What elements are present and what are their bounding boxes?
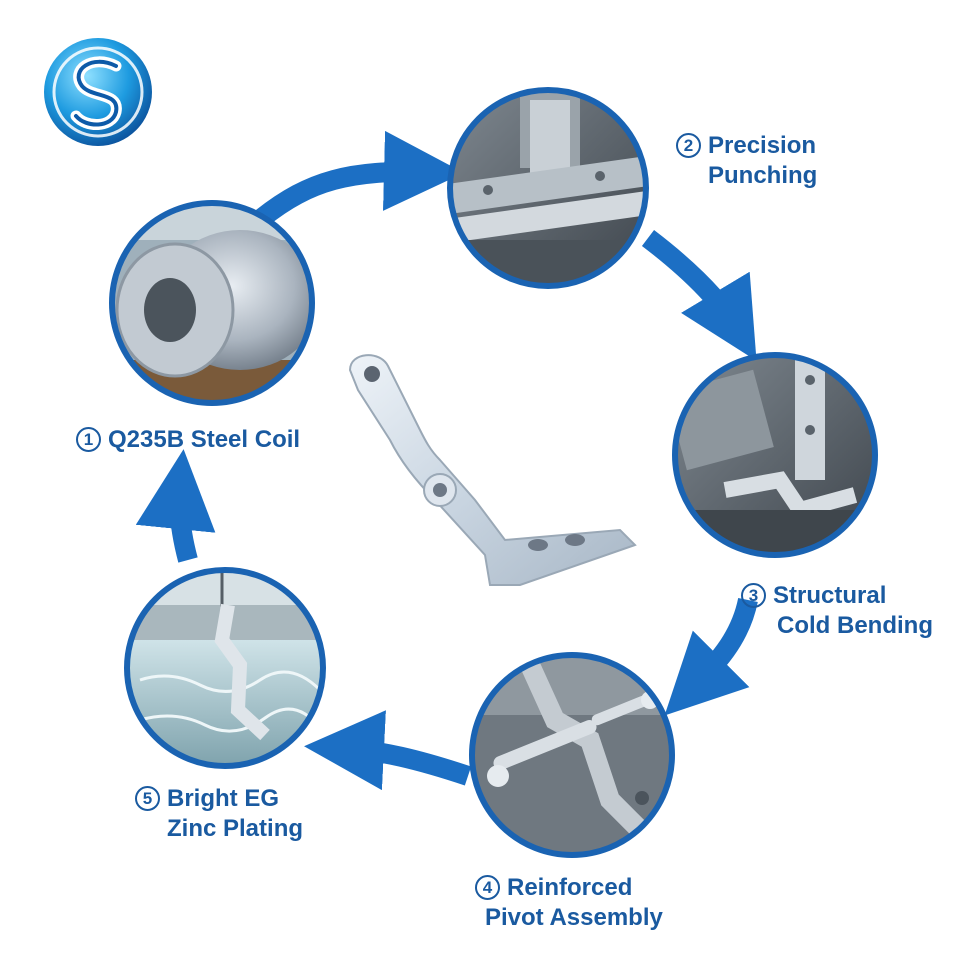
arrow-1-to-2 <box>255 130 464 226</box>
pivot-assembly-photo <box>469 652 675 858</box>
arrow-5-to-1 <box>135 449 216 563</box>
stage-number-badge: 3 <box>741 583 766 608</box>
arrow-3-to-4 <box>664 597 758 716</box>
cold-bending-photo <box>672 352 878 558</box>
arrow-4-to-5 <box>304 710 472 791</box>
steel-coil-photo <box>109 200 315 406</box>
stage-number-badge: 5 <box>135 786 160 811</box>
arrow-2-to-3 <box>641 230 757 361</box>
stage-number-badge: 2 <box>676 133 701 158</box>
zinc-plating-bath-photo <box>124 567 326 769</box>
stage-number-badge: 4 <box>475 875 500 900</box>
stage-number-badge: 1 <box>76 427 101 452</box>
punching-press-photo <box>447 87 649 289</box>
s-swirl-logo-icon <box>44 38 152 146</box>
bent-hinge-bracket-image <box>348 354 637 586</box>
